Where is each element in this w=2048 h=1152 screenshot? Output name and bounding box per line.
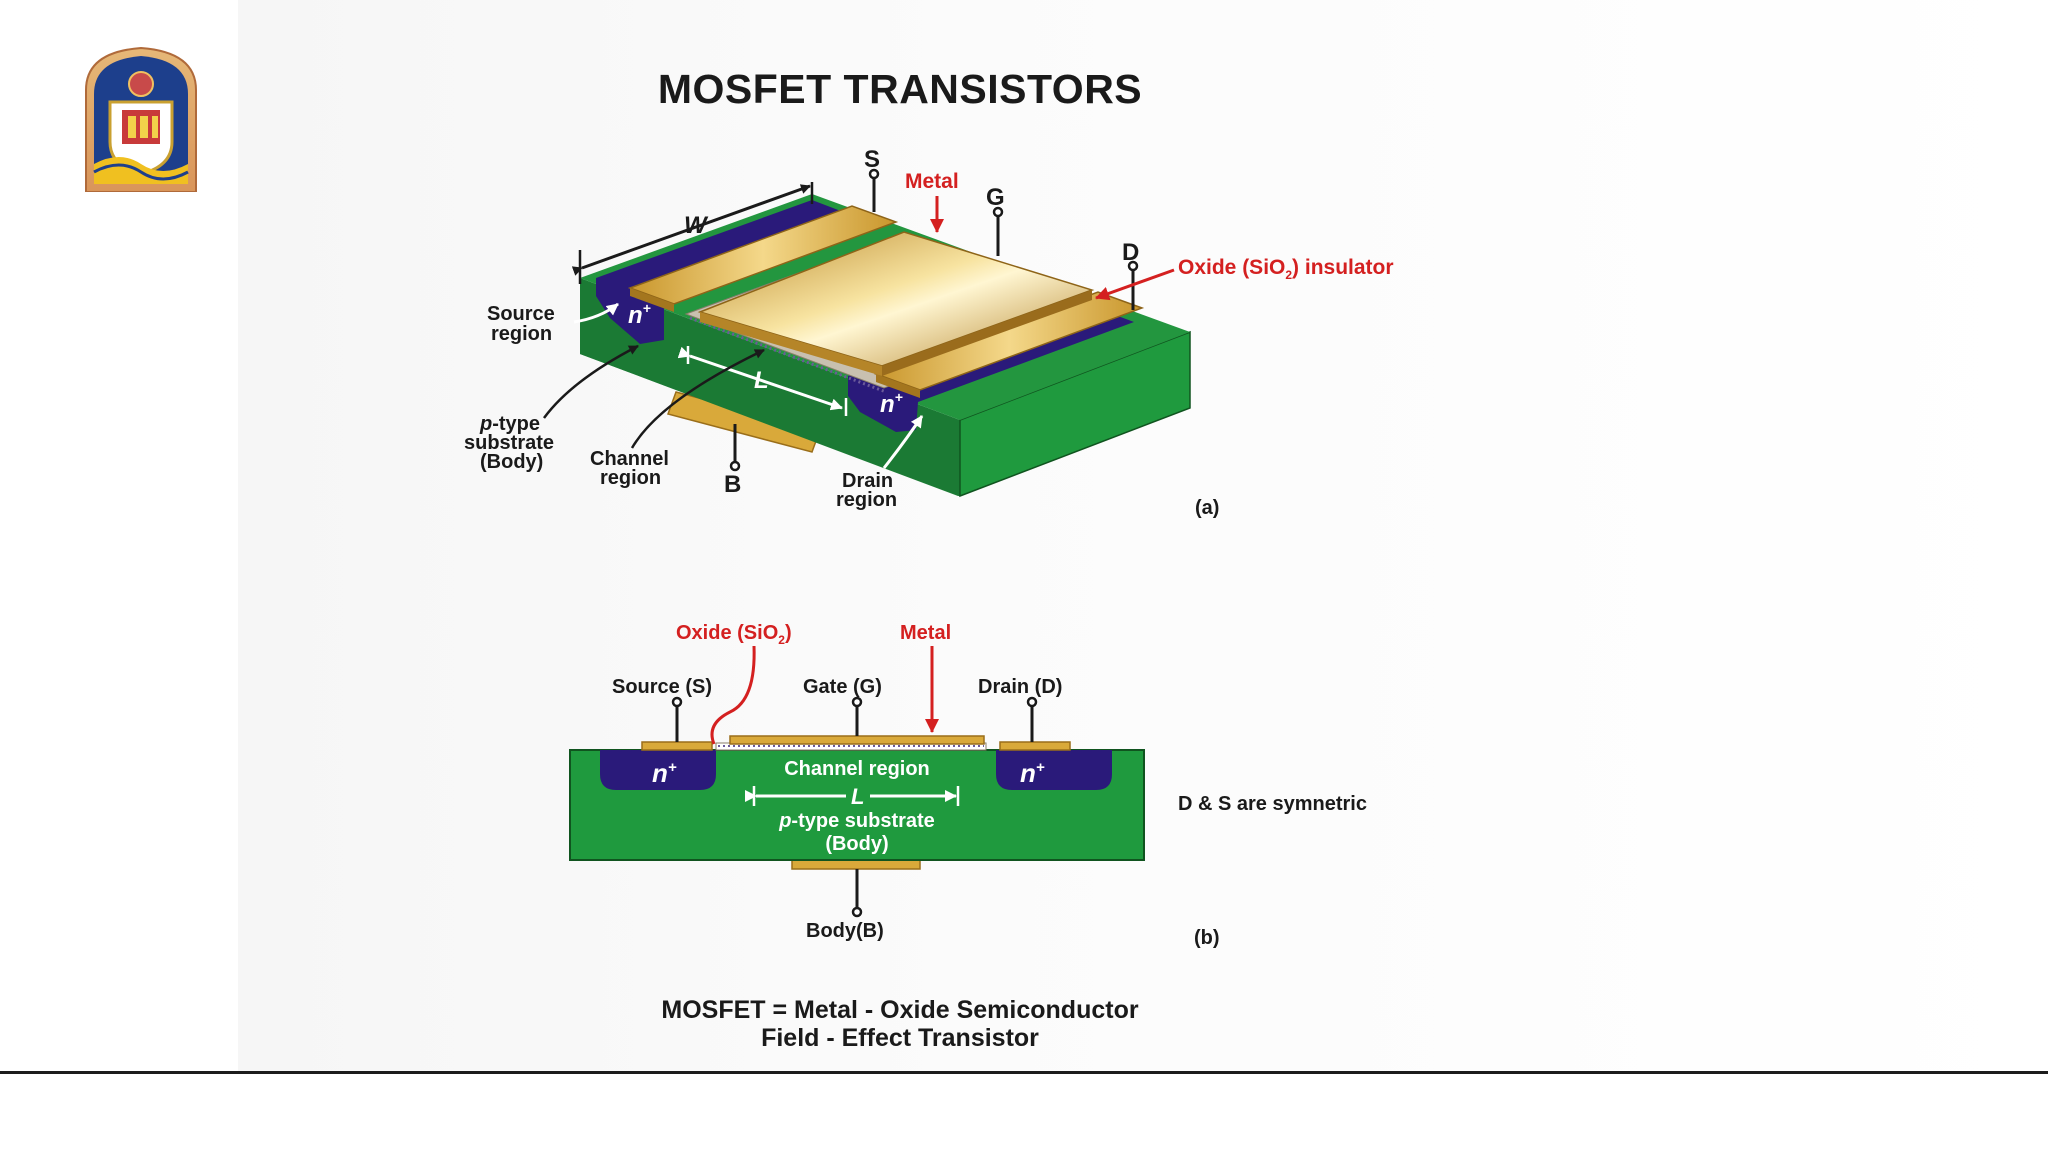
slide-background-panel	[238, 0, 2048, 1073]
terminal-g-label: G	[986, 184, 1005, 211]
drain-n-plus-label-3d: n+	[880, 389, 903, 418]
source-n-plus-label-2d: n+	[652, 758, 677, 788]
terminal-b-label: B	[724, 471, 741, 498]
terminal-s-label: S	[864, 146, 880, 173]
source-contact-2d	[641, 741, 713, 751]
body-paren-label-2d: (Body)	[825, 833, 888, 855]
figure-a-3d-mosfet: W L n+ n+ S G D B Metal	[464, 146, 1394, 519]
oxide-annotation-2d: Oxide (SiO2)	[676, 622, 792, 647]
drain-contact-2d	[999, 741, 1071, 751]
length-label-l-2d: L	[851, 784, 864, 809]
university-crest-logo	[85, 46, 197, 192]
slide-title: MOSFET TRANSISTORS	[657, 66, 1143, 112]
panel-label-b: (b)	[1194, 927, 1220, 949]
metal-annotation-3d: Metal	[905, 170, 959, 193]
drain-n-plus-label-2d: n+	[1020, 758, 1045, 788]
channel-region-label-2d: Channel region	[784, 758, 930, 780]
mosfet-definition-caption: MOSFET = Metal - Oxide Semiconductor Fie…	[560, 996, 1240, 1052]
width-label-w: W	[684, 212, 709, 239]
drain-n-region-2d	[996, 750, 1112, 790]
drain-terminal-label: Drain (D)	[978, 676, 1062, 698]
panel-label-a: (a)	[1195, 497, 1219, 519]
figure-b-cross-section: Source (S) Gate (G) Drain (D) Oxide (SiO…	[569, 622, 1367, 949]
caption-line-1: MOSFET = Metal - Oxide Semiconductor	[661, 996, 1139, 1024]
source-n-region-2d	[600, 750, 716, 790]
caption-line-2: Field - Effect Transistor	[761, 1024, 1039, 1052]
bottom-divider	[0, 1071, 2048, 1074]
body-contact-plate-2d	[791, 859, 921, 870]
source-n-plus-label-3d: n+	[628, 300, 651, 329]
metal-annotation-2d: Metal	[900, 622, 951, 644]
oxide-insulator-annotation: Oxide (SiO2) insulator	[1178, 256, 1394, 282]
substrate-front-face	[959, 330, 1191, 498]
body-terminal-label: Body(B)	[806, 920, 884, 942]
gate-metal-2d	[729, 735, 985, 745]
terminal-d-label: D	[1122, 239, 1139, 266]
source-terminal-label: Source (S)	[612, 676, 712, 698]
gate-terminal-label: Gate (G)	[803, 676, 882, 698]
symmetry-note: D & S are symnetric	[1178, 793, 1367, 815]
length-label-l-3d: L	[754, 367, 769, 394]
p-type-substrate-label-2d: p-type substrate	[778, 810, 935, 832]
